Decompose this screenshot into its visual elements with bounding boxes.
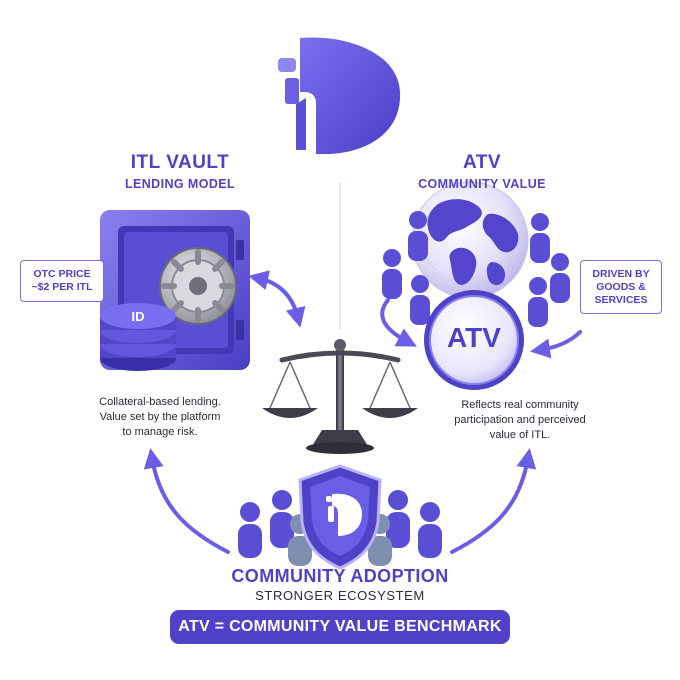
atv-subtitle: COMMUNITY VALUE — [418, 177, 546, 191]
driver-line3: SERVICES — [594, 294, 648, 306]
driver-line1: DRIVEN BY — [592, 268, 650, 280]
atv-desc-line3: value of ITL. — [489, 429, 551, 441]
brand-logo-icon — [278, 37, 401, 154]
benchmark-banner: ATV = COMMUNITY VALUE BENCHMARK — [170, 610, 510, 644]
vault-description: Collateral-based lending. Value set by t… — [60, 395, 260, 440]
otc-price-box: OTC PRICE ~$2 PER ITL — [20, 260, 104, 302]
vault-subtitle: LENDING MODEL — [124, 177, 236, 191]
svg-text:ID: ID — [132, 309, 145, 324]
otc-price-line1: OTC PRICE — [33, 268, 91, 280]
adoption-title: COMMUNITY ADOPTION — [231, 566, 449, 586]
driver-line2: GOODS & — [596, 281, 646, 293]
coin-stack-icon: ID — [100, 303, 176, 371]
atv-coin-icon — [424, 290, 524, 390]
atv-description: Reflects real community participation an… — [420, 398, 620, 443]
atv-desc-line2: participation and perceived — [454, 414, 586, 426]
atv-desc-line1: Reflects real community — [461, 399, 579, 411]
otc-price-line2: ~$2 PER ITL — [31, 281, 93, 293]
adoption-people-icon — [238, 490, 442, 566]
atv-title: ATV — [462, 152, 502, 173]
vault-desc-line3: to manage risk. — [122, 426, 198, 438]
vault-title: ITL VAULT — [130, 152, 230, 173]
adoption-subtitle: STRONGER ECOSYSTEM — [255, 588, 425, 603]
balance-scale-icon — [262, 339, 418, 454]
driver-box: DRIVEN BY GOODS & SERVICES — [580, 260, 662, 314]
globe-icon — [411, 181, 529, 299]
atv-coin-label: ATV — [447, 322, 501, 353]
curved-arrow-icon — [143, 270, 582, 554]
vault-desc-line1: Collateral-based lending. — [99, 396, 221, 408]
vault-desc-line2: Value set by the platform — [99, 411, 221, 423]
shield-logo-icon — [298, 464, 382, 570]
people-group-icon — [382, 211, 570, 327]
